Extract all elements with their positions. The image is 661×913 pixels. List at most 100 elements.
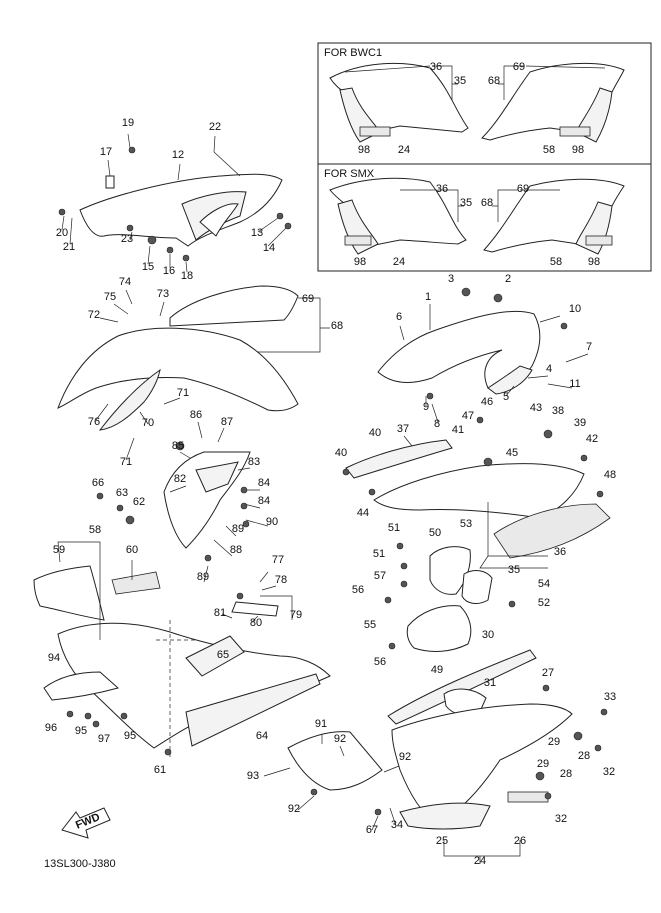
callout-8: 8 xyxy=(434,418,440,430)
upper-cowl-36 xyxy=(373,463,611,569)
callout-84: 84 xyxy=(258,495,270,507)
callout-30: 30 xyxy=(482,629,494,641)
clip-42-icon xyxy=(580,454,588,462)
callout-51: 51 xyxy=(373,548,385,560)
decal-60 xyxy=(111,571,161,595)
nut-3-icon xyxy=(461,287,471,297)
callout-93: 93 xyxy=(247,770,259,782)
callout-32: 32 xyxy=(603,766,615,778)
callout-35: 35 xyxy=(508,564,520,576)
callout-23: 23 xyxy=(121,233,133,245)
callout-49: 49 xyxy=(431,664,443,676)
variant-box-bwc1: FOR BWC1 xyxy=(317,42,652,165)
bolt-51b-icon xyxy=(400,562,408,570)
callout-64: 64 xyxy=(256,730,268,742)
bolt-84b-icon xyxy=(240,502,248,510)
callout-78: 78 xyxy=(275,574,287,586)
callout-88: 88 xyxy=(230,544,242,556)
callout-95: 95 xyxy=(75,725,87,737)
callout-24: 24 xyxy=(398,144,410,156)
callout-98: 98 xyxy=(572,144,584,156)
callout-32: 32 xyxy=(555,813,567,825)
decal-98-smx xyxy=(344,235,372,246)
callout-35: 35 xyxy=(460,197,472,209)
bolt-32b-icon xyxy=(544,792,552,800)
callout-48: 48 xyxy=(604,469,616,481)
bracket-94 xyxy=(43,671,120,701)
callout-69: 69 xyxy=(517,183,529,195)
bolt-46-icon xyxy=(476,416,484,424)
bolt-32-icon xyxy=(594,744,602,752)
callout-56: 56 xyxy=(352,584,364,596)
clip-18-icon xyxy=(182,254,190,262)
callout-13: 13 xyxy=(251,227,263,239)
callout-52: 52 xyxy=(538,597,550,609)
callout-73: 73 xyxy=(157,288,169,300)
callout-58: 58 xyxy=(543,144,555,156)
decal-98-right-smx xyxy=(585,235,613,246)
callout-45: 45 xyxy=(506,447,518,459)
nut-85-icon xyxy=(175,441,185,451)
screw-92-icon xyxy=(310,788,318,796)
callout-54: 54 xyxy=(538,578,550,590)
callout-16: 16 xyxy=(163,265,175,277)
callout-63: 63 xyxy=(116,487,128,499)
callout-83: 83 xyxy=(248,456,260,468)
callout-89: 89 xyxy=(197,571,209,583)
fwd-arrow: FWD xyxy=(61,807,111,839)
bolt-23-icon xyxy=(126,224,134,232)
callout-42: 42 xyxy=(586,433,598,445)
callout-3: 3 xyxy=(448,273,454,285)
callout-33: 33 xyxy=(604,691,616,703)
side-panel-69 xyxy=(169,285,330,353)
callout-90: 90 xyxy=(266,516,278,528)
strip-64 xyxy=(185,673,321,747)
lower-cowl-24 xyxy=(387,649,573,864)
callout-26: 26 xyxy=(514,835,526,847)
nut-28b-icon xyxy=(535,771,545,781)
bracket-54 xyxy=(461,570,493,604)
callout-82: 82 xyxy=(174,473,186,485)
washer-16-icon xyxy=(166,246,174,254)
nut-38-icon xyxy=(543,429,553,439)
callout-61: 61 xyxy=(154,764,166,776)
nut-28-icon xyxy=(573,731,583,741)
callout-40: 40 xyxy=(335,447,347,459)
bolt-89-icon xyxy=(204,554,212,562)
callout-77: 77 xyxy=(272,554,284,566)
callout-20: 20 xyxy=(56,227,68,239)
screw-33-icon xyxy=(600,708,608,716)
bolt-51-icon xyxy=(396,542,404,550)
decal-98-right xyxy=(559,126,591,137)
clip-19-icon xyxy=(128,146,136,154)
callout-94: 94 xyxy=(48,652,60,664)
callout-75: 75 xyxy=(104,291,116,303)
bolt-9-icon xyxy=(426,392,434,400)
callout-60: 60 xyxy=(126,544,138,556)
clip-61-icon xyxy=(164,748,172,756)
clip-95b-icon xyxy=(120,712,128,720)
callout-95: 95 xyxy=(124,730,136,742)
bolt-27-icon xyxy=(542,684,550,692)
callout-68: 68 xyxy=(331,320,343,332)
callout-24: 24 xyxy=(474,855,486,867)
callout-36: 36 xyxy=(430,61,442,73)
washer-67-icon xyxy=(374,808,382,816)
callout-38: 38 xyxy=(552,405,564,417)
callout-18: 18 xyxy=(181,270,193,282)
callout-46: 46 xyxy=(481,396,493,408)
callout-51: 51 xyxy=(388,522,400,534)
callout-70: 70 xyxy=(142,417,154,429)
callout-36: 36 xyxy=(554,546,566,558)
callout-62: 62 xyxy=(133,496,145,508)
callout-85: 85 xyxy=(172,440,184,452)
bolt-57-icon xyxy=(400,580,408,588)
clip-95-icon xyxy=(84,712,92,720)
callout-5: 5 xyxy=(503,391,509,403)
callout-35: 35 xyxy=(454,75,466,87)
side-cover-37 xyxy=(345,435,453,479)
bolt-66-icon xyxy=(96,492,104,500)
callout-57: 57 xyxy=(374,570,386,582)
nut-14-icon xyxy=(284,222,292,230)
